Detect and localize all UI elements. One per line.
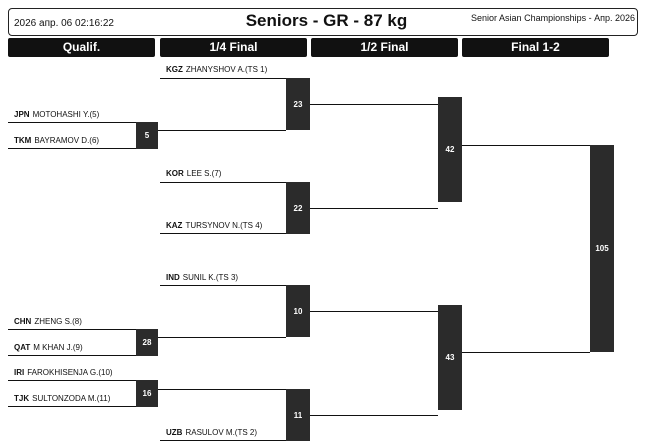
country-code: UZB xyxy=(166,428,183,437)
bracket-line xyxy=(8,406,136,407)
country-code: TJK xyxy=(14,394,30,403)
header-frame xyxy=(8,8,638,36)
match-box-10[interactable]: 10 xyxy=(286,285,310,337)
round-header-qualification: Qualif. xyxy=(8,38,155,57)
country-code: JPN xyxy=(14,110,30,119)
bracket-line xyxy=(8,355,136,356)
athlete-name: ZHENG S.(8) xyxy=(34,317,82,326)
match-box-11[interactable]: 11 xyxy=(286,389,310,441)
bracket-line xyxy=(8,122,136,123)
round-header-semifinal: 1/2 Final xyxy=(311,38,458,57)
bracket-connector xyxy=(310,208,438,209)
bracket-connector xyxy=(158,337,286,338)
match-box-22[interactable]: 22 xyxy=(286,182,310,234)
athlete-name: SUNIL K.(TS 3) xyxy=(182,273,239,282)
bracket-datetime: 2026 апр. 06 02:16:22 xyxy=(14,18,114,29)
bracket-line xyxy=(8,148,136,149)
match-box-43[interactable]: 43 xyxy=(438,305,462,410)
athlete-name: ZHANYSHOV A.(TS 1) xyxy=(185,65,268,74)
bracket-connector xyxy=(310,104,438,105)
country-code: IND xyxy=(166,273,180,282)
bracket-line xyxy=(160,182,286,183)
bracket-connector xyxy=(310,415,438,416)
athlete-name: TURSYNOV N.(TS 4) xyxy=(185,221,263,230)
athlete-name: M KHAN J.(9) xyxy=(33,343,83,352)
country-code: CHN xyxy=(14,317,32,326)
athlete-name: BAYRAMOV D.(6) xyxy=(34,136,100,145)
bracket-line xyxy=(160,78,286,79)
country-code: KOR xyxy=(166,169,184,178)
bracket-connector xyxy=(310,311,438,312)
country-code: IRI xyxy=(14,368,25,377)
bracket-title: Seniors - GR - 87 kg xyxy=(245,11,408,30)
bracket-line xyxy=(160,233,286,234)
match-box-105[interactable]: 105 xyxy=(590,145,614,352)
country-code: TKM xyxy=(14,136,32,145)
bracket-line xyxy=(8,329,136,330)
athlete-name: LEE S.(7) xyxy=(186,169,222,178)
country-code: QAT xyxy=(14,343,31,352)
bracket-connector xyxy=(462,352,590,353)
country-code: KGZ xyxy=(166,65,183,74)
round-header-final: Final 1-2 xyxy=(462,38,609,57)
bracket-line xyxy=(160,285,286,286)
bracket-connector xyxy=(462,145,590,146)
match-box-23[interactable]: 23 xyxy=(286,78,310,130)
bracket-connector xyxy=(158,389,286,390)
athlete-name: FAROKHISENJA G.(10) xyxy=(27,368,113,377)
match-box-28[interactable]: 28 xyxy=(136,329,158,356)
bracket-connector xyxy=(158,130,286,131)
match-box-42[interactable]: 42 xyxy=(438,97,462,202)
round-header-quarterfinal: 1/4 Final xyxy=(160,38,307,57)
match-box-5[interactable]: 5 xyxy=(136,122,158,149)
athlete-name: SULTONZODA M.(11) xyxy=(32,394,111,403)
athlete-name: MOTOHASHI Y.(5) xyxy=(32,110,100,119)
athlete-name: RASULOV M.(TS 2) xyxy=(185,428,258,437)
country-code: KAZ xyxy=(166,221,183,230)
bracket-line xyxy=(8,380,136,381)
match-box-16[interactable]: 16 xyxy=(136,380,158,407)
event-name: Senior Asian Championships - Апр. 2026 xyxy=(471,13,635,23)
